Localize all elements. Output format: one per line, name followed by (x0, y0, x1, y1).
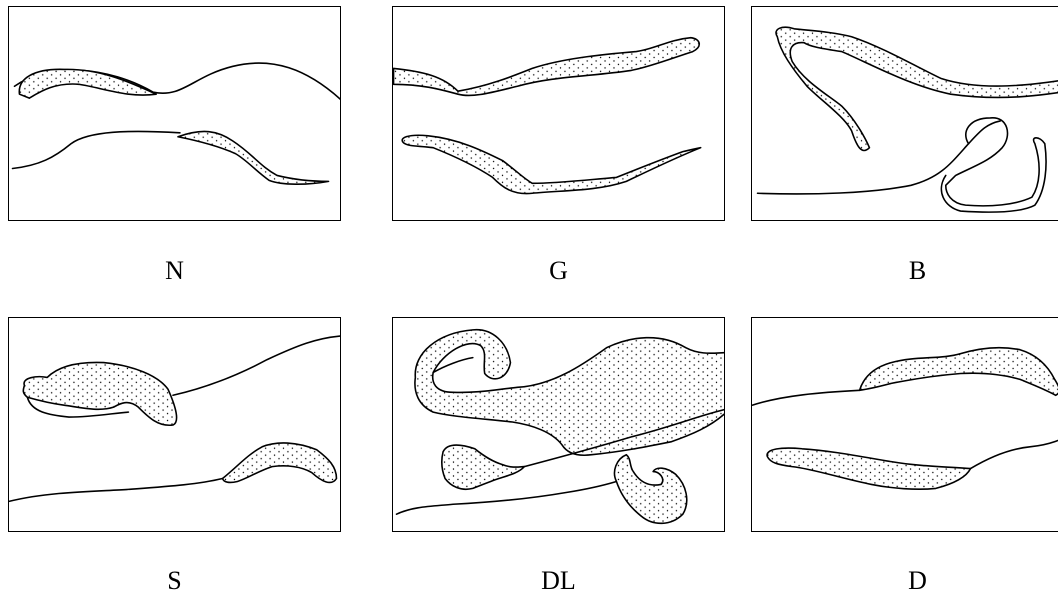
contour-drawing-d (752, 318, 1058, 531)
contour-drawing-n (9, 7, 340, 220)
upper-contour (173, 336, 340, 395)
upper-left-contour (753, 390, 860, 405)
right-dotted-region (223, 443, 337, 482)
contour-drawing-dl (393, 318, 724, 531)
upper-dotted-region (860, 348, 1058, 396)
lower-contour (10, 478, 223, 501)
contour-drawing-b (752, 7, 1058, 220)
contour-drawing-s (9, 318, 340, 531)
caption-b: B (751, 258, 1058, 284)
panel-n (8, 6, 341, 221)
small-dotted-region (442, 445, 525, 489)
lower-contour (758, 121, 1001, 194)
lower-contour (397, 481, 617, 514)
caption-dl: DL (392, 568, 725, 594)
loop-contour (941, 118, 1046, 212)
caption-g: G (392, 258, 725, 284)
panel-d (751, 317, 1058, 532)
caption-n: N (8, 258, 341, 284)
upper-dotted-region (415, 330, 724, 456)
lower-dotted-region (402, 135, 700, 193)
right-loop-region (615, 455, 687, 524)
lower-right-contour (971, 425, 1058, 469)
contour-drawing-g (393, 7, 724, 220)
caption-d: D (751, 568, 1058, 594)
caption-s: S (8, 568, 341, 594)
panel-b (751, 6, 1058, 221)
lower-dotted-region (767, 448, 970, 489)
panel-s (8, 317, 341, 532)
lower-contour (13, 131, 180, 168)
panel-dl (392, 317, 725, 532)
panel-g (392, 6, 725, 221)
lower-dotted-region (178, 131, 329, 184)
upper-dotted-region (394, 38, 700, 96)
hook-dotted-region (776, 27, 1058, 150)
